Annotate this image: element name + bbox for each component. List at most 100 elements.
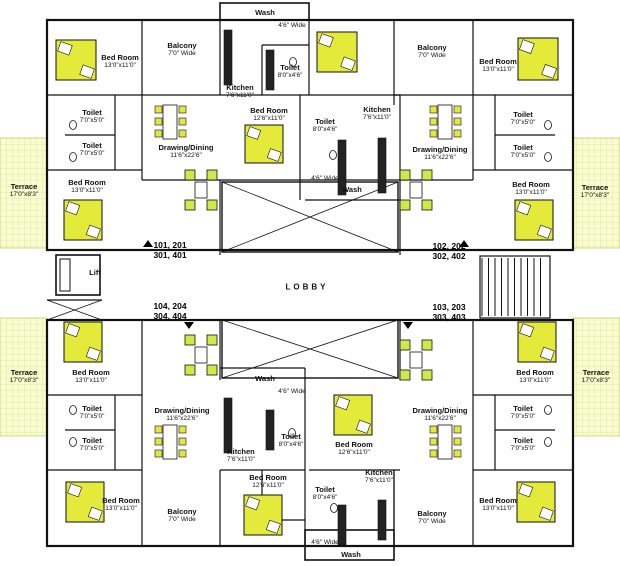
sofa-seat — [399, 169, 411, 181]
coffee-table — [409, 181, 423, 199]
sofa-seat — [206, 334, 218, 346]
sofa-seat — [421, 339, 433, 351]
toilet-fixture — [288, 428, 296, 438]
toilet-fixture — [69, 437, 77, 447]
lift-inner — [59, 258, 71, 292]
sofa-seat — [184, 334, 196, 346]
dining-chair — [429, 449, 438, 458]
bed-pillow — [518, 483, 534, 498]
dining-chair — [178, 425, 187, 434]
toilet-fixture — [330, 503, 338, 513]
bed-pillow — [516, 201, 532, 216]
coffee-table — [194, 181, 208, 199]
room-label-wash-top: Wash — [255, 8, 275, 17]
sofa-seat — [184, 169, 196, 181]
dining-chair — [453, 105, 462, 114]
room-label-wash-bc: Wash — [255, 374, 275, 383]
bed-pillow — [67, 483, 83, 498]
direction-triangle — [459, 240, 469, 247]
sofa-seat — [206, 169, 218, 181]
bed — [514, 199, 554, 241]
dining-set — [154, 104, 187, 140]
bed — [316, 31, 358, 73]
sofa-seat — [421, 169, 433, 181]
dining-set — [429, 424, 462, 460]
bed-pillow — [266, 148, 282, 162]
kitchen-counter — [223, 29, 233, 86]
bed-pillow — [318, 33, 334, 48]
dining-chair — [178, 117, 187, 126]
bed-pillow — [85, 346, 101, 361]
dining-chair — [154, 437, 163, 446]
direction-triangle — [143, 240, 153, 247]
outer-wall-top-block — [45, 18, 575, 252]
kitchen-counter — [377, 137, 387, 194]
dining-chair — [154, 117, 163, 126]
bed-pillow — [541, 64, 557, 79]
room-label-wide-bc: 4'6" Wide — [278, 388, 306, 395]
bed — [333, 394, 373, 436]
bed — [63, 321, 103, 363]
bed-pillow — [340, 56, 356, 71]
bed — [63, 199, 103, 241]
bed — [516, 481, 556, 523]
bed-mattress — [55, 39, 97, 81]
direction-triangle — [184, 322, 194, 329]
toilet-fixture — [544, 437, 552, 447]
dining-chair — [429, 425, 438, 434]
toilet-fixture — [69, 120, 77, 130]
bed-pillow — [85, 224, 101, 239]
dining-chair — [453, 129, 462, 138]
sofa-seat — [399, 369, 411, 381]
shaft-cross — [221, 319, 399, 379]
sofa-seat — [184, 364, 196, 376]
dining-chair — [453, 449, 462, 458]
bed-pillow — [519, 39, 535, 54]
bed-pillow — [79, 64, 95, 79]
sofa-seat — [399, 199, 411, 211]
dining-chair — [429, 117, 438, 126]
sofa-seat — [399, 339, 411, 351]
sofa-set — [399, 169, 433, 211]
toilet-fixture — [329, 150, 337, 160]
bed-pillow — [538, 506, 554, 521]
dining-chair — [154, 129, 163, 138]
bed-pillow — [335, 396, 351, 411]
dining-chair — [178, 129, 187, 138]
bed-pillow — [65, 323, 81, 338]
room-label-wash-bottom: Wash — [341, 550, 361, 559]
kitchen-counter — [337, 504, 347, 546]
sofa-seat — [206, 364, 218, 376]
dining-table — [437, 104, 453, 140]
toilet-fixture — [544, 120, 552, 130]
bed — [244, 124, 284, 164]
dining-chair — [154, 105, 163, 114]
lift-box — [55, 254, 101, 296]
room-label-lift: Lift — [89, 268, 101, 277]
lobby-label: LOBBY — [285, 282, 329, 292]
sofa-set — [184, 169, 218, 211]
